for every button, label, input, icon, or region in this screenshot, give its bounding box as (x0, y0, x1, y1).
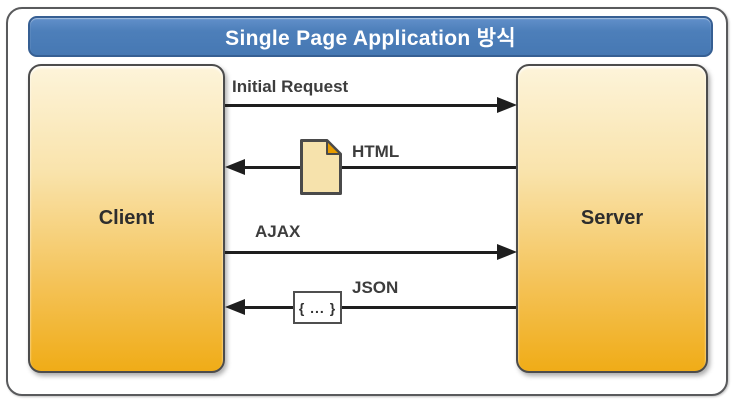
arrow-right-icon (497, 244, 517, 260)
client-box: Client (28, 64, 225, 373)
html-arrow-line (244, 166, 516, 169)
ajax-arrow-line (225, 251, 498, 254)
json-icon-text: { ... } (298, 299, 337, 316)
html-document-icon (300, 139, 342, 195)
diagram-title: Single Page Application 방식 (225, 26, 516, 50)
diagram-title-bar: Single Page Application 방식 (28, 16, 713, 57)
arrow-left-icon (225, 159, 245, 175)
arrow-right-icon (497, 97, 517, 113)
json-arrow-line (244, 306, 516, 309)
json-object-icon: { ... } (293, 291, 342, 324)
initial-request-label: Initial Request (232, 77, 349, 96)
json-label: JSON (352, 278, 399, 297)
html-label: HTML (352, 142, 400, 161)
arrow-left-icon (225, 299, 245, 315)
ajax-label: AJAX (255, 222, 301, 241)
server-box: Server (516, 64, 708, 373)
client-label: Client (98, 207, 155, 229)
initial-request-arrow-line (225, 104, 498, 107)
server-label: Server (580, 207, 644, 229)
